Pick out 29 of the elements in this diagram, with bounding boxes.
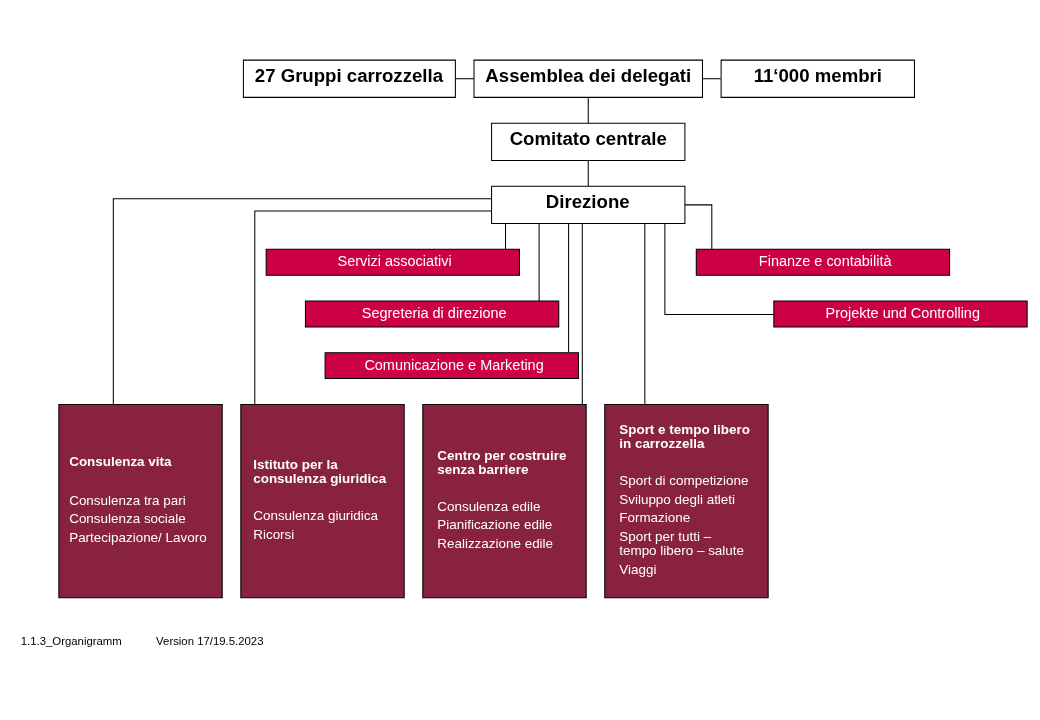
node-box: Finanze e contabilità — [695, 248, 951, 276]
node-box: Consulenza vita Consulenza tra pari Consulenza sociale Partecipazione/ Lavoro — [58, 403, 223, 598]
connector — [644, 222, 646, 405]
node-box: Projekte und Controlling — [773, 300, 1028, 327]
label: 1.1.3_Organigramm — [20, 634, 122, 647]
node-box: Comitato centrale — [491, 122, 686, 161]
connector — [664, 222, 775, 315]
connector — [581, 222, 583, 405]
connector — [684, 203, 713, 250]
connector — [455, 77, 475, 79]
label: Version 17/19.5.2023 — [156, 634, 264, 647]
node-box: Direzione — [491, 185, 686, 224]
node-box: Centro per costruire senza barriere Consulenza edile Pianificazione edile Realizzazione edile — [422, 403, 587, 598]
node-box: Servizi associativi — [265, 248, 520, 276]
node-box: Segreteria di direzione — [304, 300, 560, 327]
node-box: Sport e tempo libero in carrozzella Sport di competizione Sviluppo degli atleti Formazione Sport per tutti – tempo libero – salute Viaggi — [604, 403, 769, 598]
connector — [587, 159, 589, 186]
node-box: 11‘000 membri — [720, 59, 915, 98]
connector — [538, 222, 540, 301]
connector — [568, 222, 570, 353]
connector — [702, 77, 722, 79]
node-box: Comunicazione e Marketing — [324, 351, 579, 379]
node-box: Assemblea dei delegati — [473, 59, 703, 98]
connector — [587, 96, 589, 123]
connector — [505, 222, 507, 250]
node-box: Istituto per la consulenza giuridica Consulenza giuridica Ricorsi — [240, 403, 405, 598]
connector — [254, 210, 492, 405]
node-box: 27 Gruppi carrozzella — [242, 59, 456, 98]
connector — [112, 197, 493, 405]
